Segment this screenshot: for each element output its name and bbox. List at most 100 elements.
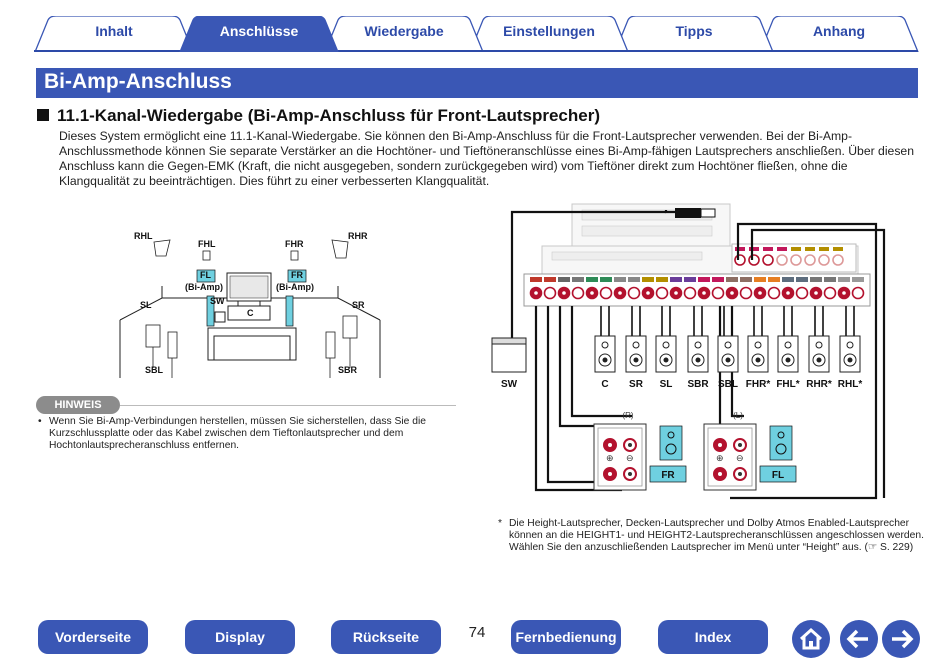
footnote-text: Die Height-Lautsprecher, Decken-Lautspre…	[509, 518, 924, 553]
speaker-layout-diagram: RHL RHR FHL FHR FL FR (Bi-Amp) (Bi-Amp) …	[110, 228, 390, 388]
label-rhr: RHR	[348, 231, 368, 241]
biamp-terminal-center	[628, 472, 632, 476]
display-button[interactable]: Display	[185, 620, 295, 654]
terminal-center	[660, 291, 664, 295]
tab-wiedergabe[interactable]: Wiedergabe	[324, 16, 484, 52]
speaker-label: FHR*	[746, 379, 771, 390]
terminal-center	[856, 291, 860, 295]
terminal-center	[646, 291, 650, 295]
speaker-woofer	[659, 353, 673, 367]
tab-shape	[34, 16, 194, 52]
terminal-color-tag	[698, 277, 710, 282]
terminal-color-tag	[586, 277, 598, 282]
speaker-tweeter	[694, 341, 702, 349]
section-heading: Bi-Amp-Anschluss	[44, 70, 232, 93]
section-heading-bar: Bi-Amp-Anschluss	[36, 68, 918, 98]
height-terminal-tag	[735, 247, 745, 251]
terminal-color-tag	[642, 277, 654, 282]
speaker-tweeter	[601, 341, 609, 349]
terminal-color-tag	[558, 277, 570, 282]
terminal-center	[688, 291, 692, 295]
height-terminal-tag	[805, 247, 815, 251]
label-sw: SW	[501, 379, 518, 390]
front-speaker-label: FR	[661, 470, 675, 481]
note-divider	[120, 405, 456, 406]
biamp-terminal-center	[718, 443, 722, 447]
biamp-terminal-center	[628, 443, 632, 447]
terminal-center	[828, 291, 832, 295]
front-speaker-tweeter	[777, 431, 785, 439]
terminal-color-tag	[684, 277, 696, 282]
label-sl: SL	[140, 300, 152, 310]
tab-shape	[759, 16, 919, 52]
height-terminal-tag	[791, 247, 801, 251]
speaker-tweeter	[815, 341, 823, 349]
front-speaker-woofer	[775, 443, 787, 455]
front-speaker-icon	[659, 425, 683, 461]
label-c: C	[247, 308, 254, 318]
speaker-woofer-center	[602, 357, 608, 363]
label-sr: SR	[352, 300, 365, 310]
terminal-color-tag	[572, 277, 584, 282]
terminal-color-tag	[712, 277, 724, 282]
arrow-left-icon	[846, 629, 868, 649]
remote-control-button[interactable]: Fernbedienung	[511, 620, 621, 654]
label-fhl: FHL	[198, 239, 216, 249]
front-speaker-label: FL	[772, 470, 784, 481]
label-sbr: SBR	[338, 365, 358, 375]
height-terminal	[804, 254, 816, 266]
height-terminal-tag	[833, 247, 843, 251]
speaker-label: RHL*	[838, 379, 863, 390]
tab-shape	[179, 16, 339, 52]
plus-sign: ⊕	[606, 453, 614, 463]
label-biamp-right: (Bi-Amp)	[276, 282, 314, 292]
speaker-woofer-center	[725, 357, 731, 363]
front-speaker-tag	[649, 465, 687, 483]
height-terminal	[748, 254, 760, 266]
label-fr: FR	[291, 270, 303, 280]
minus-sign: ⊖	[736, 453, 744, 463]
back-page-button[interactable]: Rückseite	[331, 620, 441, 654]
tab-anschlsse[interactable]: Anschlüsse	[179, 16, 339, 52]
speaker-woofer-center	[695, 357, 701, 363]
height-terminal-tag	[763, 247, 773, 251]
front-page-button[interactable]: Vorderseite	[38, 620, 148, 654]
terminal-center	[576, 291, 580, 295]
biamp-terminal-panel	[703, 423, 757, 491]
terminal-center	[716, 291, 720, 295]
previous-button[interactable]	[840, 620, 878, 658]
speaker-label: SL	[660, 379, 673, 390]
terminal-color-tag	[726, 277, 738, 282]
next-button[interactable]	[882, 620, 920, 658]
height-terminal	[762, 254, 774, 266]
index-button[interactable]: Index	[658, 620, 768, 654]
terminal-color-tag	[768, 277, 780, 282]
terminal-color-tag	[810, 277, 822, 282]
speaker-woofer	[812, 353, 826, 367]
subheading: 11.1-Kanal-Wiedergabe (Bi-Amp-Anschluss …	[37, 106, 600, 126]
minus-sign: ⊖	[626, 453, 634, 463]
subheading-text: 11.1-Kanal-Wiedergabe (Bi-Amp-Anschluss …	[57, 106, 600, 125]
terminal-color-tag	[796, 277, 808, 282]
tab-einstellungen[interactable]: Einstellungen	[469, 16, 629, 52]
page-number: 74	[468, 624, 486, 641]
tab-inhalt[interactable]: Inhalt	[34, 16, 194, 52]
terminal-center	[632, 291, 636, 295]
note-bullet: •	[38, 416, 42, 427]
tab-anhang[interactable]: Anhang	[759, 16, 919, 52]
speaker-woofer-center	[816, 357, 822, 363]
biamp-terminal-center	[608, 443, 612, 447]
biamp-terminal-center	[718, 472, 722, 476]
note-body: Wenn Sie Bi-Amp-Verbindungen herstellen,…	[49, 416, 426, 451]
terminal-center	[674, 291, 678, 295]
speaker-tweeter	[754, 341, 762, 349]
tab-shape	[469, 16, 629, 52]
home-button[interactable]	[792, 620, 830, 658]
terminal-center	[562, 291, 566, 295]
terminal-color-tag	[670, 277, 682, 282]
home-icon	[799, 627, 823, 650]
tab-tipps[interactable]: Tipps	[614, 16, 774, 52]
intro-paragraph: Dieses System ermöglicht eine 11.1-Kanal…	[59, 129, 914, 188]
